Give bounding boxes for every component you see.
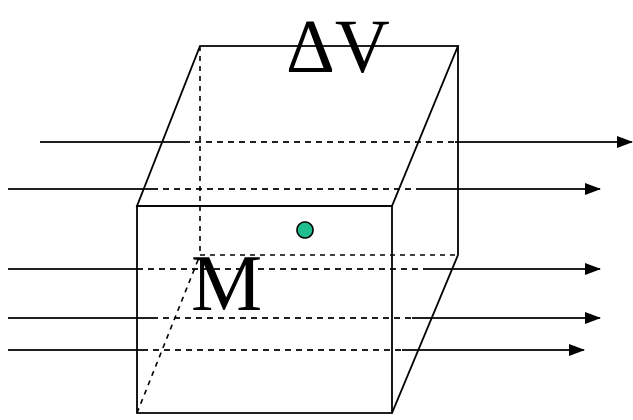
field-lines [8, 136, 633, 356]
cube-front-face [136, 205, 393, 414]
hidden-edge-bottom-left-depth [136, 254, 201, 414]
point-label: M [191, 240, 262, 328]
volume-label: ΔV [286, 5, 390, 89]
cube-hidden-edges [136, 46, 458, 414]
cube-visible-edges [135, 45, 460, 414]
cube-right-bottom-edge [391, 254, 459, 414]
point-marker [296, 221, 314, 239]
